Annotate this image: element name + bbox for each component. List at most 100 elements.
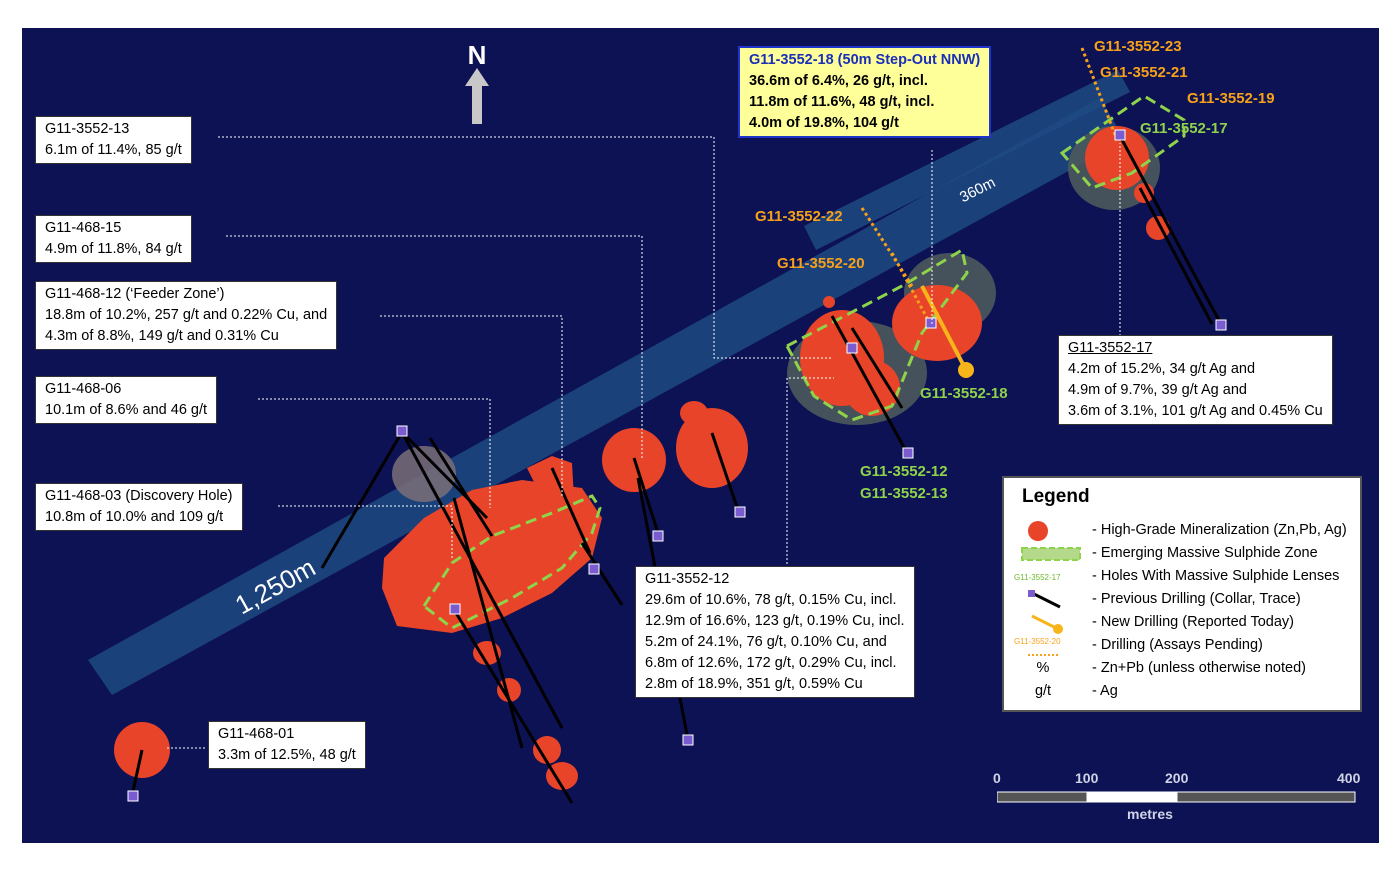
leader-line — [218, 136, 832, 359]
new-drill-trace-18 — [920, 285, 968, 371]
callout-g11-3552-13: G11-3552-13 6.1m of 11.4%, 85 g/t — [35, 116, 192, 164]
scale-bar-graphic — [997, 791, 1356, 803]
legend-text: - New Drilling (Reported Today) — [1092, 614, 1295, 630]
hole-label-g11-3552-19: G11-3552-19 — [1187, 90, 1275, 107]
high-grade-zone — [892, 285, 982, 361]
callout-line: 4.3m of 8.8%, 149 g/t and 0.31% Cu — [45, 328, 279, 344]
callout-line: 4.0m of 19.8%, 104 g/t — [749, 115, 899, 131]
high-grade-zone — [497, 678, 521, 702]
high-grade-zone — [533, 736, 561, 764]
callout-line: 2.8m of 18.9%, 351 g/t, 0.59% Cu — [645, 676, 863, 692]
collar — [449, 603, 461, 615]
scale-tick-0: 0 — [993, 770, 1001, 786]
high-grade-symbol — [1028, 521, 1048, 541]
callout-title: G11-3552-12 — [645, 571, 730, 587]
callout-line: 6.1m of 11.4%, 85 g/t — [45, 142, 182, 158]
north-indicator: N — [460, 40, 494, 71]
high-grade-zone — [546, 762, 578, 790]
legend-text: - Previous Drilling (Collar, Trace) — [1092, 591, 1301, 607]
hole-label-g11-3552-23: G11-3552-23 — [1094, 38, 1182, 55]
collar — [652, 530, 664, 542]
assays-pending-symbol — [1028, 654, 1058, 656]
legend-text: - High-Grade Mineralization (Zn,Pb, Ag) — [1092, 522, 1347, 538]
callout-g11-3552-17: G11-3552-17 4.2m of 15.2%, 34 g/t Ag and… — [1058, 335, 1333, 425]
callout-line: 12.9m of 16.6%, 123 g/t, 0.19% Cu, incl. — [645, 613, 905, 629]
callout-title: G11-468-06 — [45, 381, 122, 397]
callout-title: G11-468-15 — [45, 220, 122, 236]
north-arrow — [465, 68, 489, 124]
legend-text: - Drilling (Assays Pending) — [1092, 637, 1263, 653]
legend-symbol-percent: % — [1036, 660, 1050, 676]
leader-line — [380, 315, 563, 498]
callout-line: 3.6m of 3.1%, 101 g/t Ag and 0.45% Cu — [1068, 403, 1323, 419]
north-label: N — [467, 40, 487, 70]
collar — [846, 342, 858, 354]
callout-line: 4.9m of 9.7%, 39 g/t Ag and — [1068, 382, 1247, 398]
distance-band-360m — [804, 70, 1130, 250]
legend-text: - Zn+Pb (unless otherwise noted) — [1092, 660, 1306, 676]
new-drilling-symbol — [1031, 614, 1063, 634]
leader-line — [226, 235, 643, 460]
drill-trace — [1118, 135, 1224, 327]
legend-item-massive-sulphide: - Emerging Massive Sulphide Zone — [1014, 543, 1359, 565]
callout-g11-468-01: G11-468-01 3.3m of 12.5%, 48 g/t — [208, 721, 366, 769]
callout-line: 10.8m of 10.0% and 109 g/t — [45, 509, 224, 525]
new-drill-toe-18 — [958, 362, 974, 378]
hole-label-g11-3552-20: G11-3552-20 — [777, 255, 865, 272]
collar — [396, 425, 408, 437]
massive-sulphide-zone — [421, 494, 602, 630]
high-grade-zone — [382, 480, 602, 633]
massive-sulphide-symbol — [1021, 547, 1081, 561]
scale-tick-100: 100 — [1075, 770, 1099, 786]
drill-trace — [320, 431, 404, 569]
hole-label-g11-3552-21: G11-3552-21 — [1100, 64, 1188, 81]
drill-trace — [130, 749, 144, 797]
hole-label-g11-3552-13: G11-3552-13 — [860, 485, 948, 502]
legend-item-previous-drilling: - Previous Drilling (Collar, Trace) — [1014, 589, 1359, 611]
legend-text: - Holes With Massive Sulphide Lenses — [1092, 568, 1340, 584]
collar — [682, 734, 694, 746]
drill-trace — [428, 437, 494, 537]
high-grade-zone — [680, 401, 708, 425]
legend-title: Legend — [1022, 486, 1090, 507]
pending-trace-20 — [890, 252, 929, 319]
collar — [925, 317, 937, 329]
distance-band-1250m — [88, 98, 1125, 695]
legend-text: - Emerging Massive Sulphide Zone — [1092, 545, 1318, 561]
callout-title: G11-468-03 (Discovery Hole) — [45, 488, 233, 504]
scale-unit: metres — [1127, 806, 1173, 822]
drill-trace — [710, 432, 741, 514]
drill-trace — [830, 315, 909, 454]
drill-trace — [451, 607, 574, 804]
drill-trace — [632, 457, 661, 537]
leader-line — [258, 398, 491, 508]
callout-line: 11.8m of 11.6%, 48 g/t, incl. — [749, 94, 935, 110]
legend-symbol-orange-label: G11-3552-20 — [1014, 637, 1061, 646]
callout-title: G11-3552-13 — [45, 121, 130, 137]
massive-sulphide-zone — [784, 247, 969, 422]
callout-line: 36.6m of 6.4%, 26 g/t, incl. — [749, 73, 928, 89]
scale-tick-400: 400 — [1337, 770, 1361, 786]
callout-g11-3552-12: G11-3552-12 29.6m of 10.6%, 78 g/t, 0.15… — [635, 566, 915, 698]
callout-line: 10.1m of 8.6% and 46 g/t — [45, 402, 208, 418]
callout-line: 4.2m of 15.2%, 34 g/t Ag and — [1068, 361, 1256, 377]
callout-g11-468-12: G11-468-12 (‘Feeder Zone’) 18.8m of 10.2… — [35, 281, 338, 350]
callout-g11-468-15: G11-468-15 4.9m of 11.8%, 84 g/t — [35, 215, 192, 263]
drill-trace — [850, 327, 904, 409]
collar — [1215, 319, 1227, 331]
callout-line: 4.9m of 11.8%, 84 g/t — [45, 241, 182, 257]
legend-item-percent: % - Zn+Pb (unless otherwise noted) — [1014, 658, 1359, 680]
legend-symbol-gpt: g/t — [1034, 683, 1052, 699]
high-grade-zone — [676, 408, 748, 488]
hole-label-g11-3552-18: G11-3552-18 — [920, 385, 1008, 402]
callout-line: 29.6m of 10.6%, 78 g/t, 0.15% Cu, incl. — [645, 592, 897, 608]
callout-line: 5.2m of 24.1%, 76 g/t, 0.10% Cu, and — [645, 634, 887, 650]
legend-item-new-drilling: - New Drilling (Reported Today) — [1014, 612, 1359, 634]
callout-line: 18.8m of 10.2%, 257 g/t and 0.22% Cu, an… — [45, 307, 328, 323]
callout-line: 3.3m of 12.5%, 48 g/t — [218, 747, 356, 763]
collar — [734, 506, 746, 518]
legend-symbol-green-label: G11-3552-17 — [1014, 573, 1061, 582]
legend-text: - Ag — [1092, 683, 1118, 699]
scale-tick-200: 200 — [1165, 770, 1189, 786]
previous-drilling-symbol — [1028, 590, 1061, 609]
